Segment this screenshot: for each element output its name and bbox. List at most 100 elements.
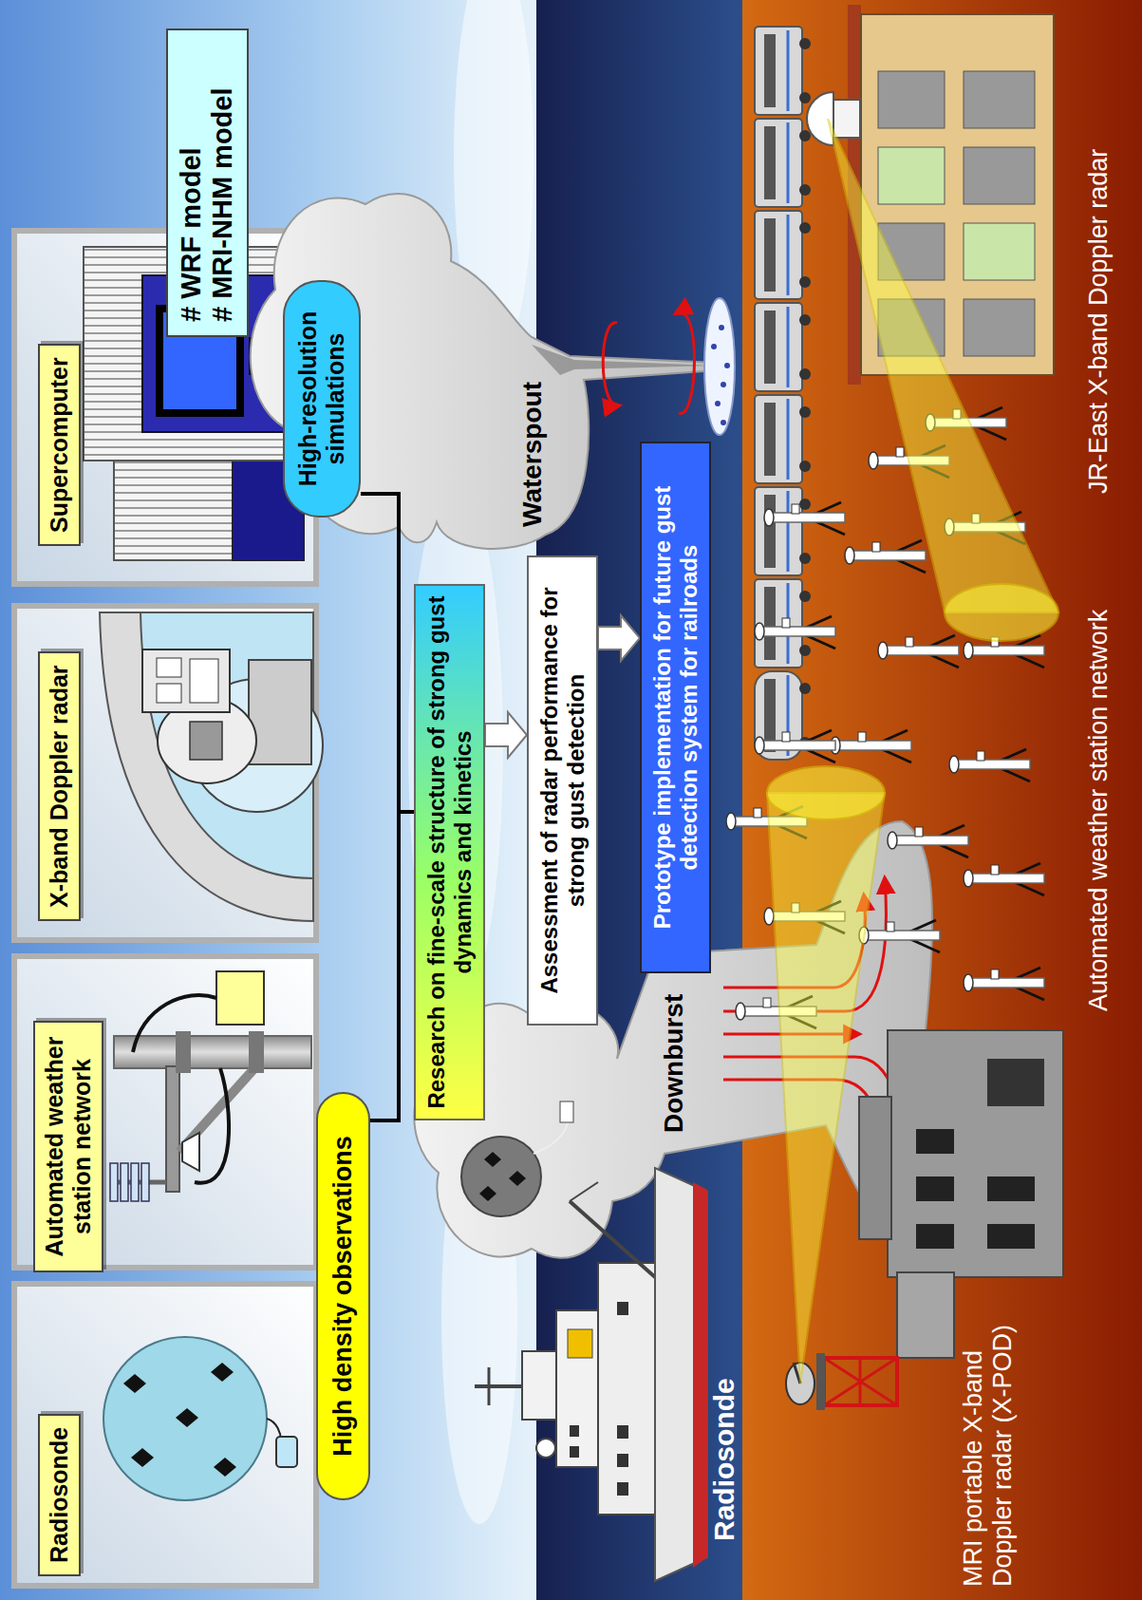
research-ship — [569, 1181, 599, 1201]
station-cap — [764, 907, 774, 925]
station-sensor — [872, 542, 880, 552]
weather-station-drawing — [113, 1035, 312, 1068]
waterspout-cloud — [720, 381, 727, 388]
xpod-radar-site — [916, 1176, 955, 1201]
waterspout-cloud — [704, 298, 735, 435]
instrument-panel — [14, 230, 317, 1586]
weather-station-drawing — [132, 994, 217, 1052]
train-wheel — [799, 37, 811, 50]
station-cap — [963, 869, 974, 887]
research-ship — [569, 1445, 580, 1458]
connector-line — [370, 811, 414, 1121]
train-window-band — [764, 494, 776, 568]
train-window-band — [764, 34, 776, 108]
waterspout-cloud — [675, 312, 695, 414]
xpod-radar-site — [859, 1096, 892, 1239]
station-sensor — [782, 617, 790, 628]
waterspout-cloud — [531, 344, 714, 375]
block-arrow — [598, 615, 640, 661]
train-car — [754, 394, 803, 484]
research-ship — [617, 1424, 629, 1439]
weather-station-drawing — [110, 971, 312, 1201]
research-ship — [569, 1424, 580, 1437]
panel-label: Automated weather station network — [33, 1020, 104, 1273]
jr-station-building — [878, 147, 945, 205]
research-ship — [655, 1167, 708, 1581]
waterspout-cloud — [711, 343, 717, 350]
station-sensor — [915, 826, 923, 837]
station-cap — [868, 451, 879, 469]
phenomenon-label: Waterspout — [517, 381, 548, 527]
research-ship — [692, 1181, 708, 1568]
radiosonde-balloon — [103, 1336, 267, 1500]
weather-station-drawing — [131, 1162, 139, 1201]
sea-band — [536, 0, 745, 1600]
node-text: Prototype implementation for future gust… — [649, 452, 702, 962]
radar-beam — [767, 792, 885, 1384]
radar-site-label: MRI portable X-band Doppler radar (X-POD… — [958, 1258, 1018, 1587]
instrument-panel — [14, 1283, 317, 1586]
train-wheel — [799, 644, 811, 656]
station-pole — [837, 740, 912, 750]
train-stripe — [786, 306, 790, 388]
node-text: # WRF model — [175, 43, 207, 322]
ground-band — [742, 0, 1142, 1600]
radome-drawing — [99, 612, 323, 921]
train-car — [754, 302, 803, 392]
research-ship — [556, 1310, 600, 1467]
train-window-band — [764, 218, 776, 292]
station-sensor — [791, 504, 800, 514]
train-wheel — [799, 276, 811, 288]
jr-station-building — [963, 71, 1035, 129]
weather-station-drawing — [216, 971, 264, 1025]
node-text: High density observations — [328, 1110, 358, 1481]
research-ship — [569, 1200, 656, 1277]
xpod-radar-site — [916, 1223, 955, 1249]
panel-label: X-band Doppler radar — [37, 651, 81, 921]
train-stripe — [786, 122, 790, 204]
station-pole — [761, 626, 836, 637]
radome-drawing — [248, 659, 312, 765]
observation-pill: High density observations — [316, 1091, 371, 1500]
panel-label: Supercomputer — [37, 343, 81, 546]
weather-station-drawing — [141, 1162, 150, 1201]
ground-band — [742, 0, 1142, 1600]
weather-station-drawing — [166, 1066, 180, 1192]
station-pole — [865, 930, 940, 940]
prototype-box: Prototype implementation for future gust… — [639, 441, 712, 974]
radome-drawing — [189, 721, 223, 760]
station-cap — [726, 812, 736, 830]
train-car — [754, 26, 803, 115]
train-car — [754, 579, 803, 668]
train — [754, 26, 811, 760]
node-text: Radiosonde — [45, 1426, 74, 1563]
xpod-radar-site — [859, 1357, 862, 1405]
xpod-radar-site — [816, 1352, 825, 1410]
weather-station-drawing — [175, 1030, 191, 1073]
train-car — [754, 486, 803, 576]
jr-station-building — [963, 147, 1035, 205]
train-wheel — [799, 590, 811, 602]
train-wheel — [799, 498, 811, 510]
node-text: # MRI-NHM model — [206, 43, 239, 322]
train-wheel — [799, 368, 811, 380]
station-pole — [955, 759, 1030, 769]
phenomenon-label: Downburst — [658, 993, 690, 1133]
station-cap — [764, 508, 774, 526]
ship-radiosonde-balloon — [560, 1101, 574, 1123]
jr-radar-dome — [806, 92, 834, 146]
station-sensor — [886, 921, 895, 932]
research-ship — [617, 1301, 629, 1315]
radiosonde-balloon — [103, 1336, 298, 1500]
train-wheel — [799, 222, 811, 234]
station-pole — [884, 645, 959, 656]
xpod-radar-site — [987, 1058, 1045, 1106]
sea-band — [536, 0, 745, 1600]
train-car — [754, 118, 803, 207]
jr-station-building — [963, 223, 1035, 281]
xpod-radar-site — [887, 1029, 1064, 1277]
station-sensor — [753, 807, 762, 818]
station-cap — [754, 736, 765, 754]
node-text: Research on fine-scale structure of stro… — [423, 595, 476, 1109]
